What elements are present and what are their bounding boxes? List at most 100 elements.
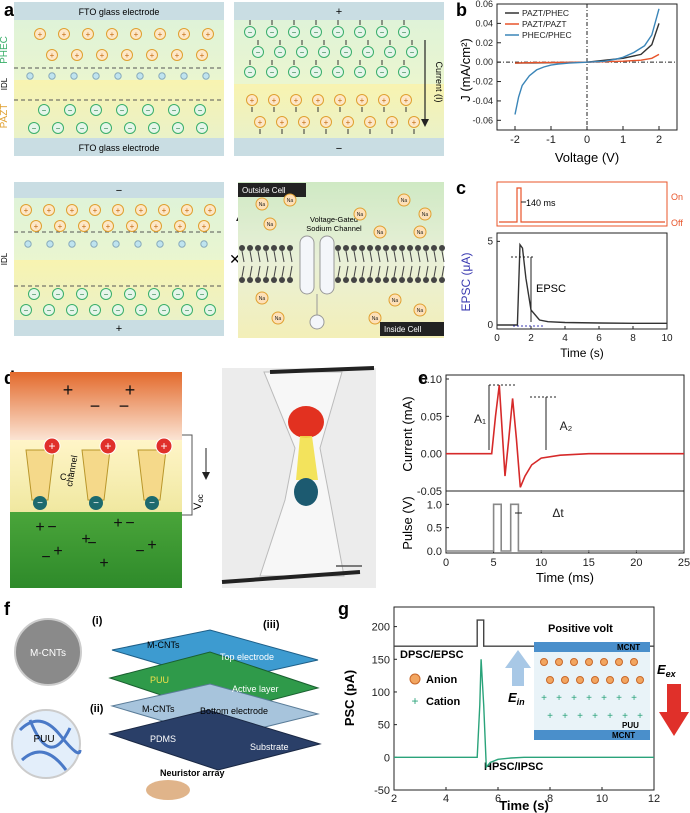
a1-label: A₁ xyxy=(474,412,486,426)
anion-ion xyxy=(615,658,623,666)
sodium-ion-label: Na xyxy=(275,316,282,322)
lipid-head xyxy=(271,245,277,251)
cation-bead xyxy=(155,437,173,455)
anion-ion xyxy=(266,66,278,78)
f-mat-top: M-CNTs xyxy=(147,640,180,650)
pulse-off-label: Off xyxy=(671,218,683,228)
panel-letter-b: b xyxy=(456,0,467,20)
cation-ion xyxy=(356,94,368,106)
lipid-tail xyxy=(249,265,253,278)
cation-bead-sign: + xyxy=(160,439,167,453)
charge-sign: + xyxy=(81,531,90,548)
b-xlabel: Voltage (V) xyxy=(555,150,619,165)
cation-ion-sign: + xyxy=(106,222,111,231)
panel-a-sub2: + − −−−−−−−−−−−−−−−−−−−−−−−−++++++++++++… xyxy=(234,2,444,156)
anion-ion-sign: − xyxy=(128,290,133,299)
y-tick-label: 1.0 xyxy=(427,499,442,511)
pulse-width-label: 140 ms xyxy=(526,198,556,208)
cation-ion xyxy=(178,28,190,40)
anion-ion-sign: − xyxy=(248,68,253,77)
cation-ion xyxy=(126,220,138,232)
f-mat-active: PUU xyxy=(150,675,169,685)
anion-ion-sign: − xyxy=(80,290,85,299)
x-tick-label: 0 xyxy=(494,333,500,344)
x-tick-label: 25 xyxy=(678,557,690,569)
cation-ion xyxy=(171,49,183,61)
x-tick-label: 10 xyxy=(535,557,547,569)
charge-sign: + xyxy=(35,519,44,536)
anion-ion-sign: − xyxy=(292,68,297,77)
cation-ion xyxy=(268,94,280,106)
panel-letter-g: g xyxy=(338,599,349,619)
x-tick-label: 5 xyxy=(491,557,497,569)
lipid-head xyxy=(359,277,365,283)
cation-ion xyxy=(130,28,142,40)
voc-arrow-head xyxy=(202,472,210,480)
cation-ion-sign: + xyxy=(258,118,263,127)
sodium-ion-label: Na xyxy=(417,308,424,314)
lipid-head xyxy=(239,277,245,283)
polymer-chains xyxy=(18,719,82,771)
top-electrode-2 xyxy=(234,2,444,20)
cation-ion-sign: + xyxy=(382,96,387,105)
cation-ion xyxy=(198,220,210,232)
cation-ion-sign: + xyxy=(58,222,63,231)
anion-ion xyxy=(172,288,184,300)
sodium-ion xyxy=(368,311,382,325)
sodium-ion-label: Na xyxy=(401,198,408,204)
cation-ion-sign: + xyxy=(202,222,207,231)
sodium-ion xyxy=(255,291,269,305)
legend-label: PAZT/PHEC xyxy=(522,8,569,18)
y-tick-label: 0.5 xyxy=(427,523,442,535)
cation-ion xyxy=(96,49,108,61)
cation-ion: + xyxy=(571,693,577,704)
anion-ion xyxy=(244,26,256,38)
anion-ion-sign: − xyxy=(278,48,283,57)
lipid-head xyxy=(239,245,245,251)
channel-ball xyxy=(309,314,325,330)
neuristor-label: Neuristor array xyxy=(160,768,225,778)
cation-ion-sign: + xyxy=(47,206,52,215)
anion-ion xyxy=(332,66,344,78)
x-tick-label: 0 xyxy=(443,557,449,569)
panel-letter-f: f xyxy=(4,599,11,619)
cation-ion-sign: + xyxy=(62,30,67,39)
top-electrode-d xyxy=(10,372,182,440)
anion-ion xyxy=(362,46,374,58)
hand-photo xyxy=(146,780,190,800)
sodium-ion-label: Na xyxy=(372,316,379,322)
anion-ion xyxy=(621,676,629,684)
anion-bead xyxy=(26,72,34,80)
y-tick-label: 200 xyxy=(372,622,390,634)
x-tick-label: 0 xyxy=(584,134,590,146)
sodium-ion xyxy=(413,225,427,239)
cation-ion-sign: + xyxy=(150,51,155,60)
lipid-head xyxy=(271,277,277,283)
panel-letter-e: e xyxy=(418,368,428,388)
cation-ion: + xyxy=(622,711,628,722)
channel-label-2: Sodium Channel xyxy=(306,224,362,233)
cation-ion xyxy=(82,28,94,40)
cation-ion xyxy=(181,204,193,216)
sodium-ion xyxy=(255,197,269,211)
x-tick-label: -2 xyxy=(510,134,520,146)
sodium-ion-label: Na xyxy=(417,230,424,236)
c-xlabel: Time (s) xyxy=(560,346,604,360)
cation-ion xyxy=(106,28,118,40)
anion-ion xyxy=(600,658,608,666)
anion-ion xyxy=(332,26,344,38)
cation-ion-sign: + xyxy=(34,222,39,231)
charge-sign: + xyxy=(113,515,122,532)
inset-bottom-label: MCNT xyxy=(612,731,635,740)
anion-ion-sign: − xyxy=(93,306,98,315)
label-ii: (ii) xyxy=(90,703,104,715)
lipid-head xyxy=(431,245,437,251)
anion-bead xyxy=(114,72,122,80)
psc-series-PSC xyxy=(394,659,654,769)
x-tick-label: 1 xyxy=(620,134,626,146)
lipid-head xyxy=(343,245,349,251)
b-ylabel: J (mA/cm²) xyxy=(458,38,473,102)
anion-ion-sign: − xyxy=(380,28,385,37)
lipid-bilayer xyxy=(239,245,445,283)
channel-label-1: Voltage-Gated xyxy=(310,215,358,224)
